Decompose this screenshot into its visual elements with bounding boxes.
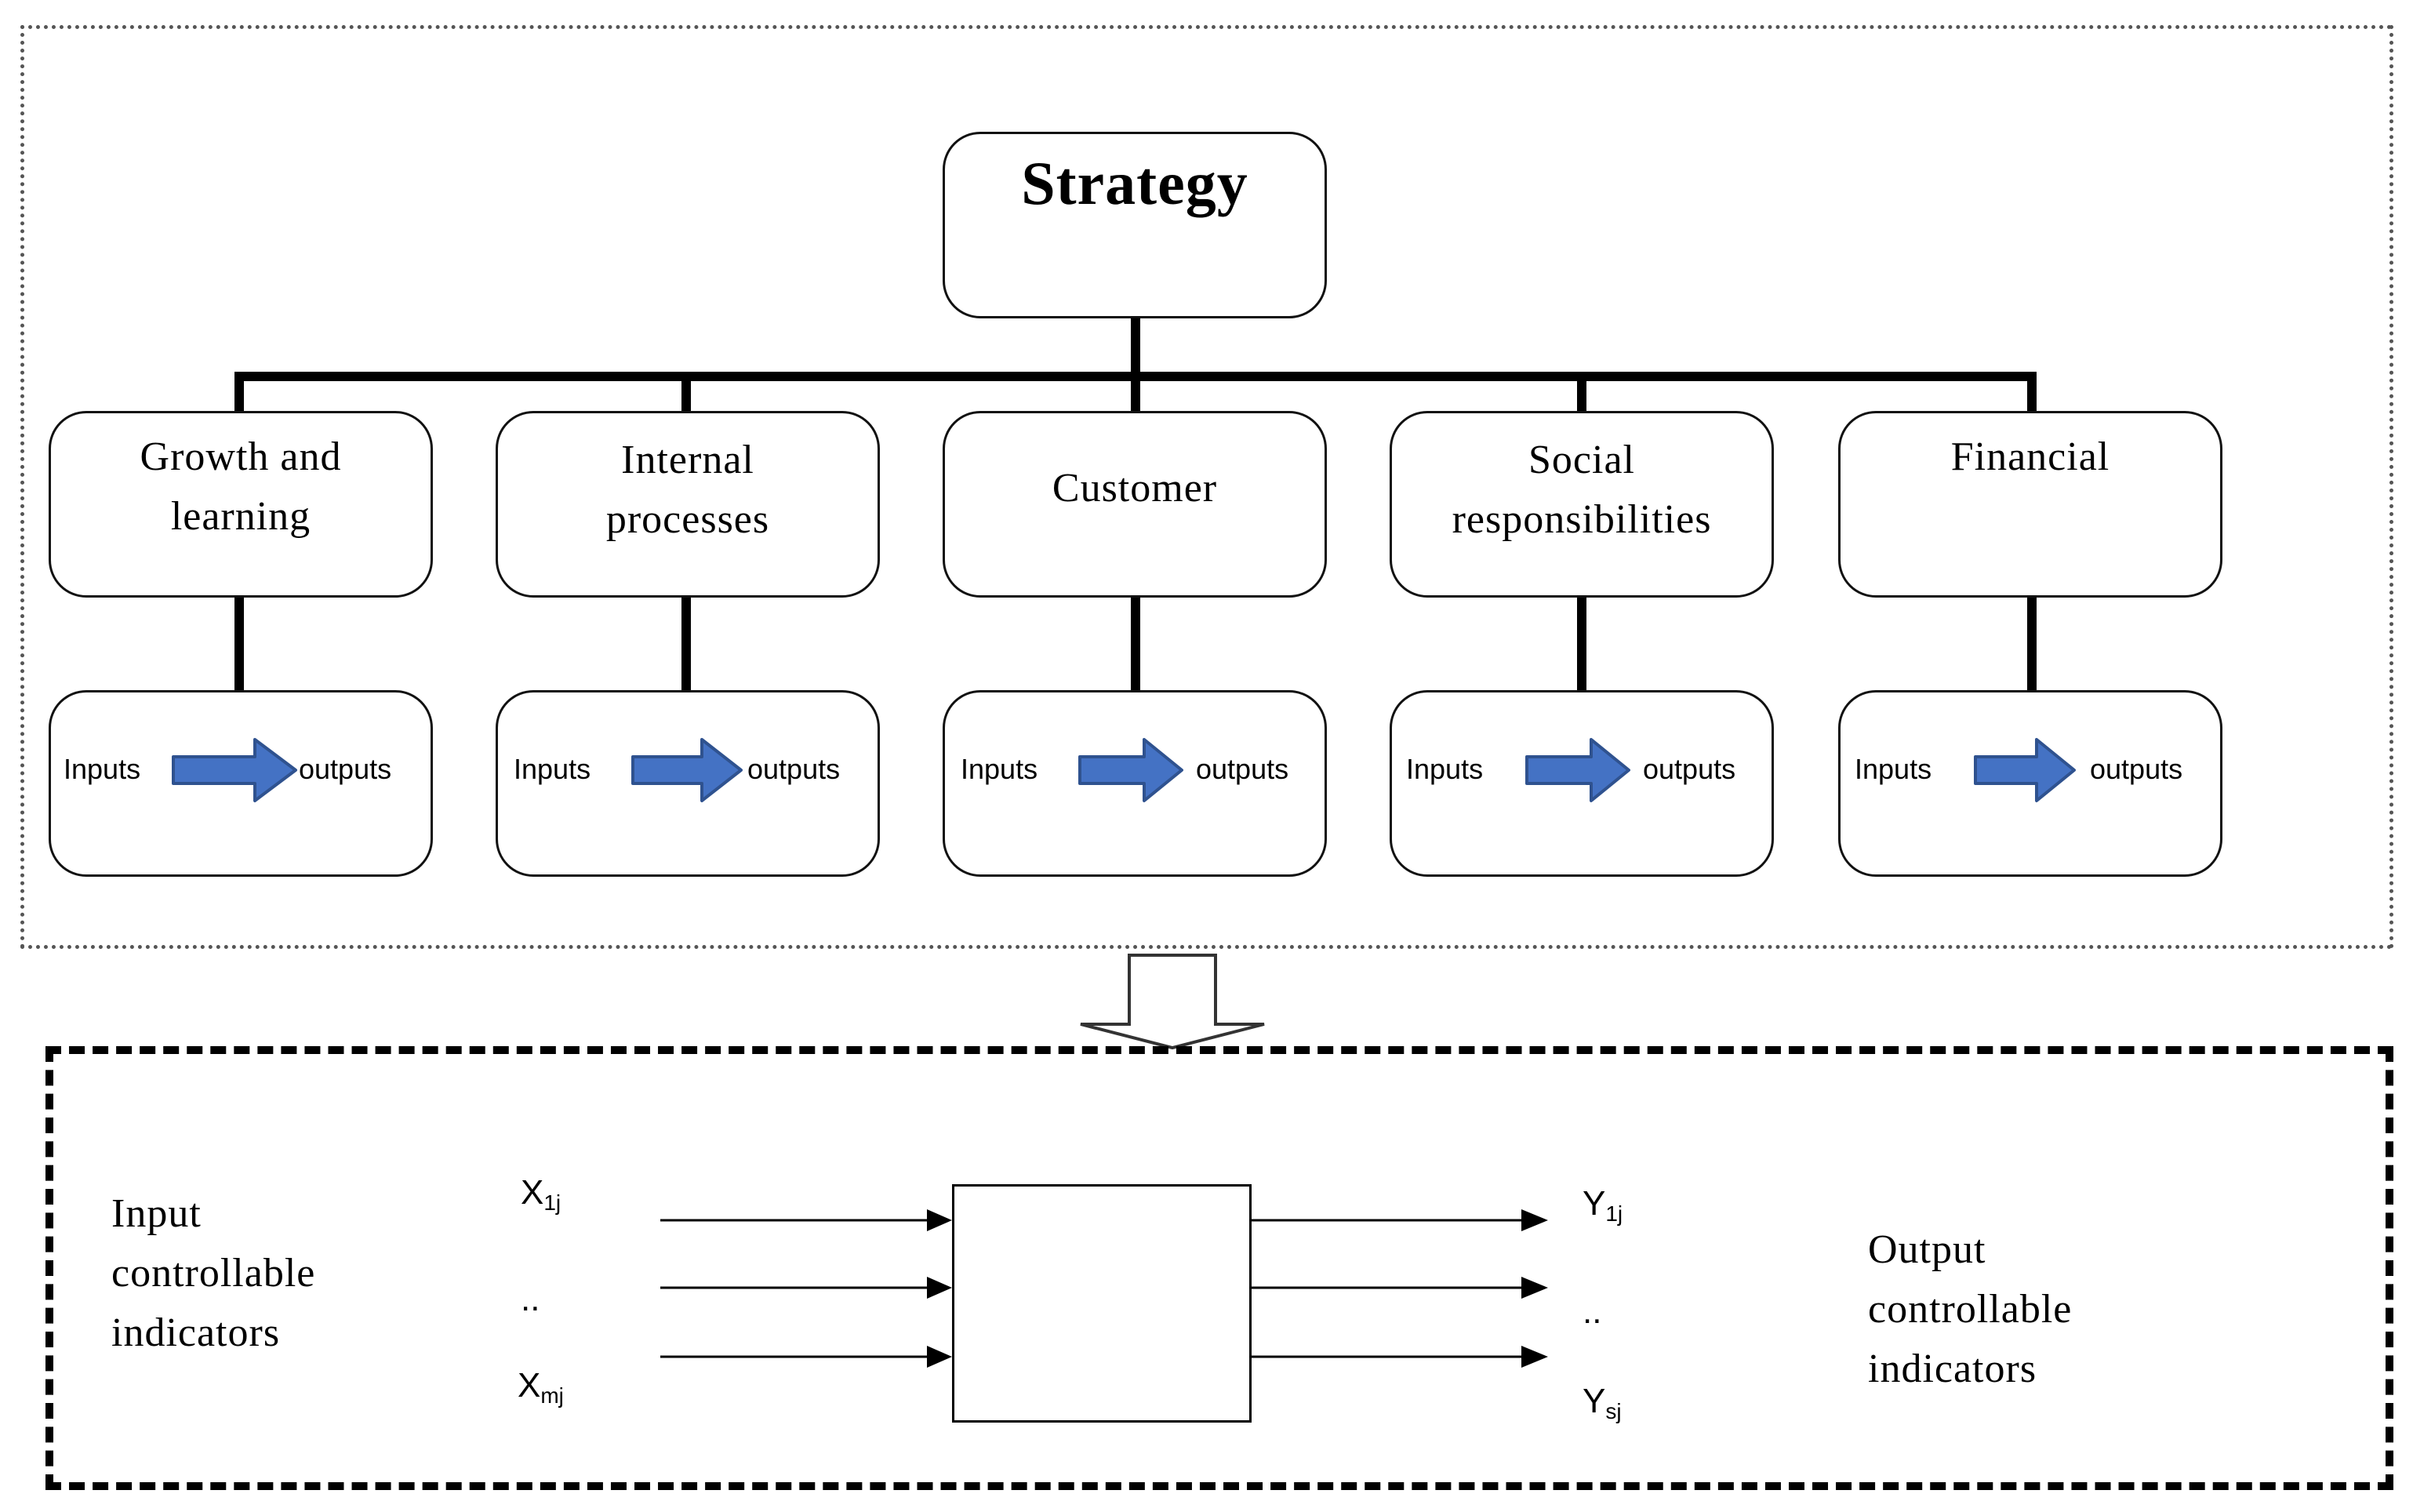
inputs-label: Inputs — [1855, 753, 1932, 785]
connector-drop-3 — [1131, 372, 1140, 413]
connector-drop-5 — [2027, 372, 2037, 413]
io-box-2: Inputs outputs — [496, 690, 880, 877]
connector-persp-io-5 — [2027, 598, 2037, 692]
right-arrow-icon — [1974, 738, 2076, 802]
strategy-box: Strategy — [943, 132, 1327, 318]
connector-drop-4 — [1577, 372, 1586, 413]
input-arrow-lines — [660, 1209, 952, 1368]
output-arrow-lines — [1252, 1209, 1548, 1368]
input-indicators-line: controllable — [111, 1251, 316, 1296]
down-arrow-icon — [1080, 954, 1265, 1050]
connector-persp-io-1 — [234, 598, 244, 692]
perspective-box-customer: Customer — [943, 411, 1327, 598]
perspective-box-growth-learning: Growth and learning — [49, 411, 433, 598]
inputs-label: Inputs — [64, 753, 141, 785]
input-variable-first: X1j — [521, 1173, 561, 1215]
output-variable-ellipsis: .. — [1583, 1292, 1602, 1331]
strategy-label: Strategy — [1021, 149, 1248, 217]
io-box-4: Inputs outputs — [1390, 690, 1774, 877]
outputs-label: outputs — [2090, 753, 2183, 785]
outputs-label: outputs — [747, 753, 841, 785]
inputs-label: Inputs — [1406, 753, 1484, 785]
perspective-label-line: Growth and — [140, 434, 342, 479]
io-box-5: Inputs outputs — [1838, 690, 2222, 877]
perspective-label-line: learning — [170, 494, 311, 539]
inputs-label: Inputs — [961, 753, 1038, 785]
input-indicators-line: indicators — [111, 1310, 281, 1355]
connector-drop-1 — [234, 372, 244, 413]
connector-persp-io-2 — [681, 598, 691, 692]
right-arrow-icon — [172, 738, 297, 802]
outputs-label: outputs — [1196, 753, 1289, 785]
connector-strategy-down — [1131, 318, 1140, 376]
top-dotted-frame — [20, 25, 2393, 949]
perspective-box-social-responsibilities: Social responsibilities — [1390, 411, 1774, 598]
outputs-label: outputs — [299, 753, 392, 785]
perspective-label-line: processes — [605, 497, 770, 542]
connector-persp-io-3 — [1131, 598, 1140, 692]
io-box-1: Inputs outputs — [49, 690, 433, 877]
right-arrow-icon — [1078, 738, 1183, 802]
output-variable-first: Y1j — [1583, 1184, 1623, 1226]
connector-persp-io-4 — [1577, 598, 1586, 692]
perspective-label-line: Financial — [1950, 434, 2110, 479]
right-arrow-icon — [1525, 738, 1630, 802]
perspective-label-line: Customer — [1052, 466, 1218, 511]
input-variable-ellipsis: .. — [521, 1280, 540, 1318]
process-box — [952, 1184, 1252, 1423]
perspective-box-financial: Financial — [1838, 411, 2222, 598]
bottom-dashed-frame — [45, 1046, 2393, 1490]
perspective-label-line: Internal — [621, 438, 754, 482]
connector-drop-2 — [681, 372, 691, 413]
output-variable-last: Ysj — [1583, 1382, 1622, 1423]
perspective-label-line: Social — [1528, 438, 1635, 482]
right-arrow-icon — [631, 738, 743, 802]
outputs-label: outputs — [1643, 753, 1736, 785]
output-indicators-line: indicators — [1868, 1347, 2037, 1391]
perspective-box-internal-processes: Internal processes — [496, 411, 880, 598]
io-box-3: Inputs outputs — [943, 690, 1327, 877]
output-indicators-line: Output — [1868, 1227, 1986, 1272]
output-indicators-line: controllable — [1868, 1287, 2073, 1332]
perspective-label-line: responsibilities — [1452, 497, 1712, 542]
inputs-label: Inputs — [514, 753, 591, 785]
input-variable-last: Xmj — [518, 1366, 564, 1408]
input-indicators-line: Input — [111, 1191, 202, 1236]
